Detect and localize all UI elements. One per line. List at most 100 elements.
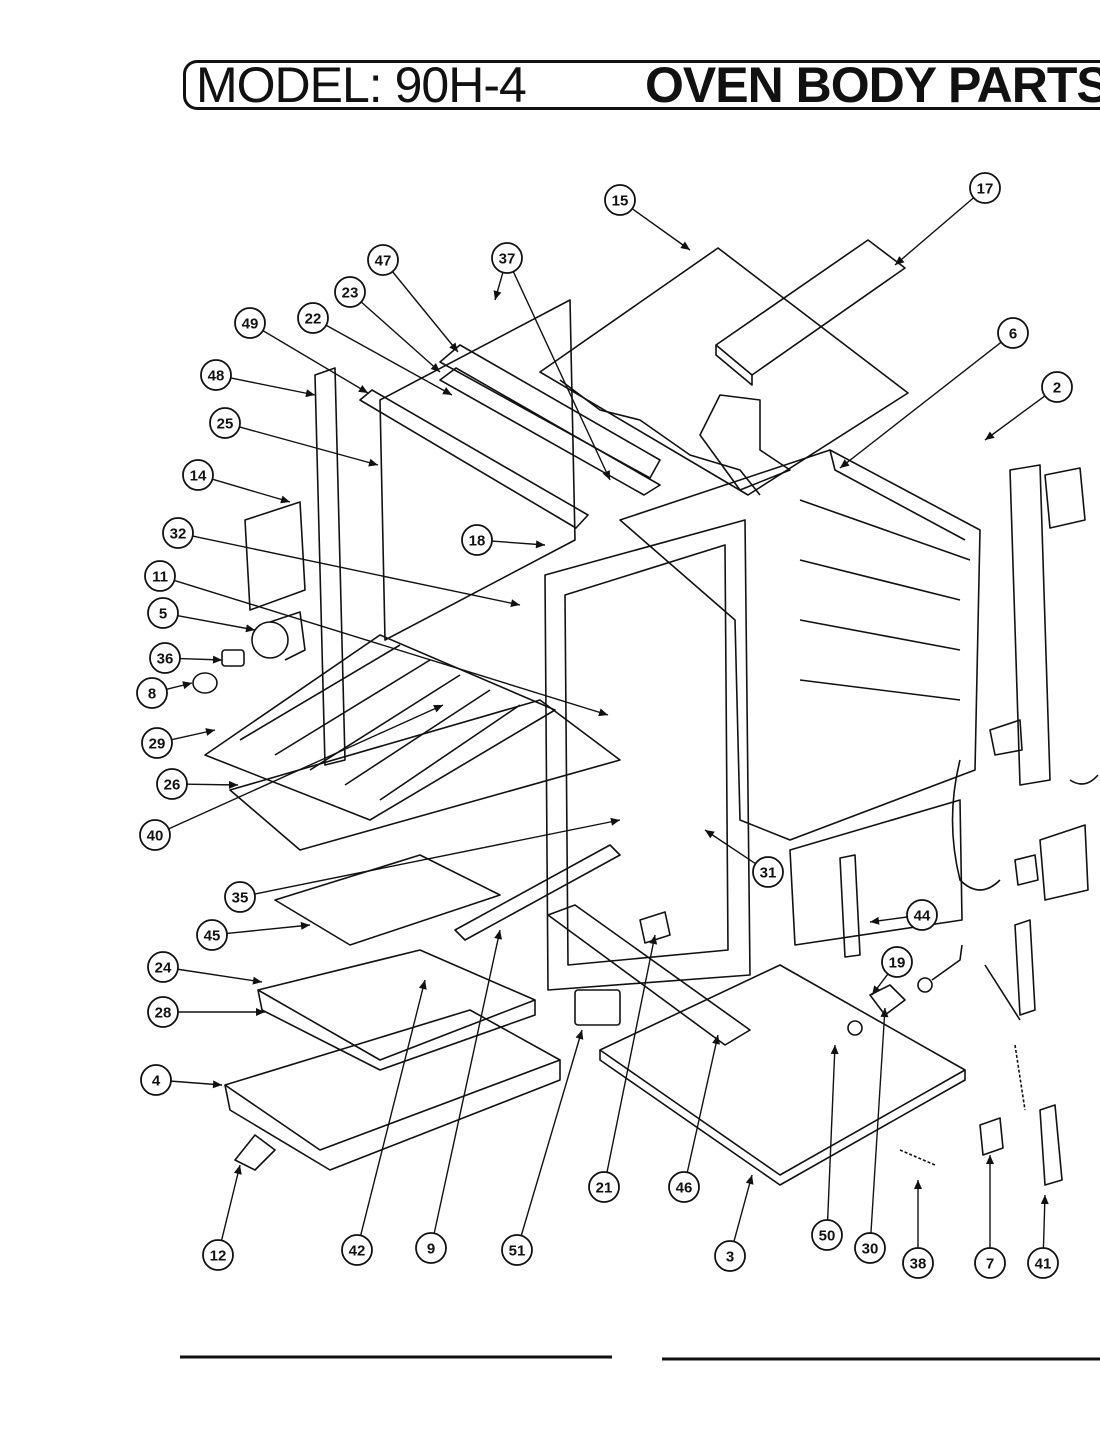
leader-line-46 [686, 1034, 719, 1173]
callout-41: 41 [1027, 1247, 1059, 1279]
leader-arrowhead-44 [870, 916, 880, 925]
callout-18: 18 [461, 524, 493, 556]
leader-line-2 [984, 395, 1046, 441]
callout-circle [501, 1234, 533, 1266]
leader-line-5 [177, 615, 256, 631]
callout-circle [140, 1064, 172, 1096]
orifice-fitting-part [847, 1020, 863, 1036]
leader-line-48 [230, 377, 316, 396]
callout-14: 14 [182, 459, 214, 491]
callout-9: 9 [415, 1232, 447, 1264]
leader-arrowhead-21 [649, 935, 658, 945]
leader-line-32 [192, 535, 521, 606]
burner-support-part [547, 904, 751, 1046]
callout-circle [156, 768, 188, 800]
callout-40: 40 [139, 819, 171, 851]
hinge-spring-part [899, 1149, 936, 1166]
section-title: OVEN BODY PARTS [645, 57, 1100, 113]
callout-circle [144, 560, 176, 592]
broiler-pan-part [257, 949, 536, 1061]
leader-line-23 [360, 301, 441, 373]
callout-circle [334, 276, 366, 308]
broiler-drawer-part [224, 1009, 561, 1151]
leader-arrowhead-17 [895, 256, 905, 265]
callout-2: 2 [1041, 371, 1073, 403]
callout-15: 15 [604, 184, 636, 216]
callout-circle [234, 307, 266, 339]
leader-arrowhead-41 [1040, 1195, 1049, 1205]
callout-circle [149, 642, 181, 674]
leader-line-21 [606, 934, 656, 1173]
callout-19: 19 [881, 946, 913, 978]
leader-line-12 [220, 1164, 241, 1241]
callout-26: 26 [156, 768, 188, 800]
leader-arrowhead-26 [228, 780, 238, 789]
callout-number: 21 [596, 1180, 613, 1197]
leader-arrowhead-2 [985, 431, 995, 440]
top-panel-part [539, 247, 909, 496]
callout-30: 30 [854, 1232, 886, 1264]
callout-number: 44 [914, 908, 931, 925]
door-hinge-spring-part [1014, 1044, 1026, 1111]
oven-rack-part [204, 634, 556, 821]
leader-line-35 [254, 819, 621, 895]
callout-51: 51 [501, 1234, 533, 1266]
callout-44: 44 [906, 899, 938, 931]
callout-21: 21 [588, 1171, 620, 1203]
callout-37: 37 [491, 242, 523, 274]
leader-arrowhead-47 [449, 342, 458, 352]
callout-number: 30 [862, 1241, 879, 1258]
callout-circle [1041, 371, 1073, 403]
callout-17: 17 [969, 172, 1001, 204]
callout-circle [224, 881, 256, 913]
control-box-part [1044, 467, 1086, 529]
leader-line-50 [826, 1044, 836, 1221]
leader-line-31 [704, 829, 756, 865]
callout-number: 51 [509, 1243, 526, 1260]
callout-circle [141, 727, 173, 759]
leader-line-47 [391, 271, 459, 353]
leader-line-37 [512, 271, 611, 481]
leader-arrowhead-37 [493, 290, 502, 300]
callout-47: 47 [367, 244, 399, 276]
callout-8: 8 [136, 677, 168, 709]
leader-arrowhead-29 [205, 728, 215, 736]
leader-arrowhead-38 [914, 1180, 922, 1189]
wiring-panel-part [789, 799, 963, 946]
hinge-lever-part [984, 964, 1021, 1021]
lamp-holder-part [221, 649, 245, 667]
callout-number: 12 [210, 1248, 227, 1265]
callout-number: 45 [204, 928, 221, 945]
leader-line-42 [359, 979, 426, 1236]
callout-45: 45 [196, 919, 228, 951]
leader-arrowhead-37 [602, 470, 610, 480]
top-panel-notch [559, 379, 761, 496]
callout-circle [1027, 1247, 1059, 1279]
callout-number: 5 [159, 606, 167, 623]
base-pan-part [599, 964, 966, 1176]
leader-line-40 [168, 704, 444, 830]
safety-valve-part [869, 984, 906, 1016]
burner-orifice-part [639, 911, 671, 944]
callout-circle [714, 1240, 746, 1272]
frame-rail-22 [359, 389, 589, 529]
callout-number: 48 [208, 368, 225, 385]
callout-circle [202, 1239, 234, 1271]
leader-arrowhead-51 [575, 1030, 584, 1040]
callout-35: 35 [224, 881, 256, 913]
callout-4: 4 [140, 1064, 172, 1096]
callout-circle [415, 1232, 447, 1264]
leader-arrowhead-4 [212, 1080, 222, 1089]
leader-arrowhead-50 [830, 1045, 839, 1055]
power-cord-part [951, 759, 1001, 891]
callout-circle [969, 172, 1001, 204]
callout-6: 6 [997, 317, 1029, 349]
callout-50: 50 [811, 1219, 843, 1251]
left-side-panel-part [379, 299, 576, 641]
leader-arrowhead-40 [433, 705, 443, 713]
leader-arrowhead-7 [986, 1155, 994, 1164]
hinge-arm-part [1014, 919, 1036, 1016]
